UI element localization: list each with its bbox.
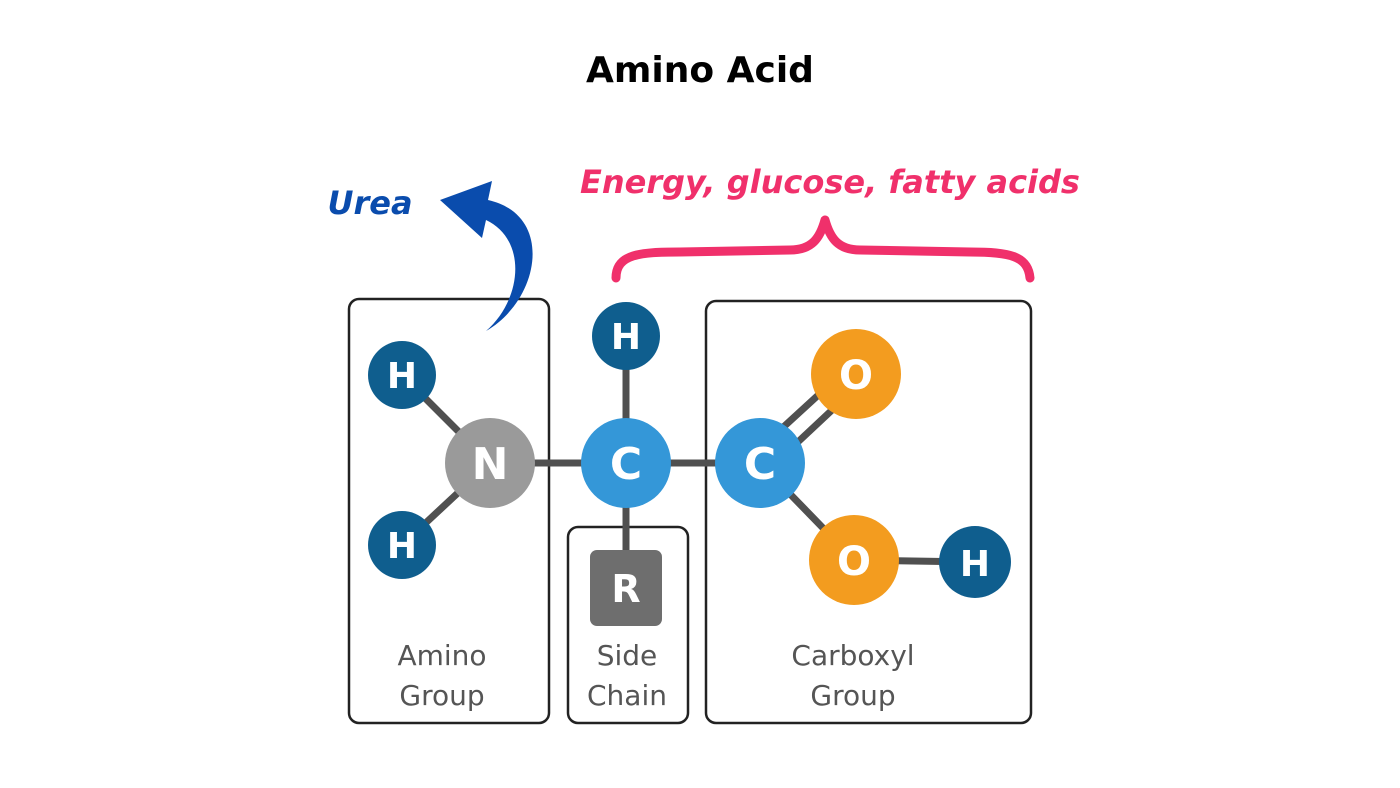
- side-chain-label-line2: Chain: [587, 679, 667, 712]
- atom-oxygen-double: O: [811, 329, 901, 419]
- energy-brace: [611, 215, 1035, 283]
- page-title: Amino Acid: [586, 50, 814, 91]
- atom-h-alpha: H: [592, 302, 660, 370]
- svg-text:H: H: [387, 356, 417, 397]
- urea-label: Urea: [327, 184, 412, 222]
- amino-group-box: [347, 297, 551, 725]
- atom-carbon-alpha: C: [581, 418, 671, 508]
- side-chain-r: R: [590, 550, 662, 626]
- amino-group-label-line1: Amino: [397, 639, 486, 672]
- atom-carbon-carboxyl: C: [715, 418, 805, 508]
- atom-h-amino-bottom: H: [368, 511, 436, 579]
- svg-text:H: H: [611, 317, 641, 358]
- carboxyl-group-box: [704, 299, 1033, 725]
- svg-text:N: N: [472, 439, 509, 490]
- side-chain-label-line1: Side: [597, 639, 658, 672]
- svg-text:O: O: [839, 353, 873, 399]
- energy-label: Energy, glucose, fatty acids: [580, 163, 1080, 201]
- svg-text:R: R: [611, 567, 640, 611]
- carboxyl-group-label-line2: Group: [810, 679, 895, 712]
- atom-oxygen-single: O: [809, 515, 899, 605]
- carboxyl-group-label-line1: Carboxyl: [791, 639, 914, 672]
- svg-text:H: H: [960, 544, 990, 585]
- svg-text:O: O: [837, 539, 871, 585]
- atom-h-amino-top: H: [368, 341, 436, 409]
- atom-nitrogen: N: [445, 418, 535, 508]
- amino-group-label-line2: Group: [399, 679, 484, 712]
- svg-text:C: C: [744, 439, 776, 490]
- svg-text:H: H: [387, 526, 417, 567]
- svg-text:C: C: [610, 439, 642, 490]
- atom-h-hydroxyl: H: [939, 526, 1011, 598]
- urea-arrow: [440, 181, 533, 331]
